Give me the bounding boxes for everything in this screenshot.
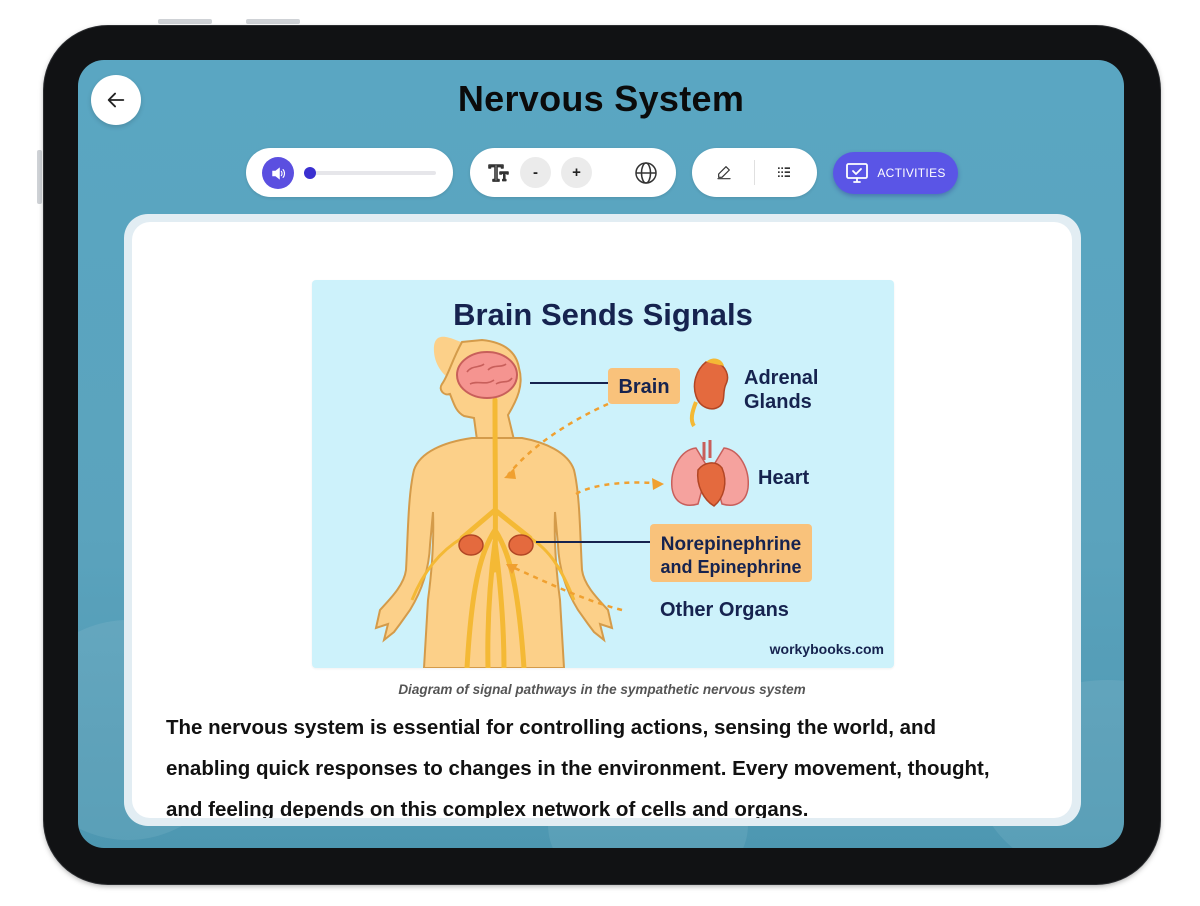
speaker-icon [271,166,285,180]
back-button[interactable] [91,75,141,125]
font-style-button[interactable] [484,159,512,187]
nervous-system-diagram: Brain Sends Signals [374,297,884,668]
play-audio-button[interactable] [262,157,294,189]
device-top-button-1 [158,19,212,24]
adrenal-label-line1: Adrenal [744,367,818,389]
arrowhead [506,564,518,574]
other-organs-label: Other Organs [660,599,789,621]
device-side-button [37,150,42,204]
arrowhead [652,478,664,490]
text-controls: - + [470,148,676,197]
brain-label-box [608,368,680,404]
figure-caption: Diagram of signal pathways in the sympat… [398,682,806,697]
translate-button[interactable] [632,159,660,187]
pencil-icon [717,166,731,180]
increase-font-button[interactable]: + [561,157,592,188]
monitor-check-icon [846,163,869,183]
page-title: Nervous System [457,78,745,119]
decrease-font-button[interactable]: - [520,157,551,188]
arrowhead [504,468,516,479]
signal-arrows [507,402,663,612]
brain-label: Brain [618,376,669,398]
audio-progress-track[interactable] [306,171,436,175]
table-of-contents-button[interactable] [772,160,796,184]
annotation-tools [692,148,817,197]
heart-illustration [671,440,749,507]
diagram-image: Brain Sends Signals [312,280,894,668]
adrenal-label-line2: Glands [744,391,812,413]
list-icon [778,167,790,177]
article-paragraph: The nervous system is essential for cont… [166,716,990,818]
diagram-watermark: workybooks.com [769,641,884,657]
human-body-illustration [374,336,614,668]
adrenal-gland-illustration [689,358,729,428]
content-card: Brain Sends Signals [132,222,1072,818]
diagram-title: Brain Sends Signals [453,297,753,332]
arrow-left-icon [107,92,125,108]
activities-button[interactable]: ACTIVITIES [833,152,958,194]
toolbar-divider [754,160,755,185]
globe-icon [635,162,657,184]
audio-player [246,148,453,197]
text-format-icon [488,164,509,182]
hormones-label-line1: Norepinephrine [661,534,801,555]
activities-label: ACTIVITIES [877,166,946,180]
hormones-label-line2: and Epinephrine [660,557,801,577]
app-screen: Nervous System - + [78,60,1124,848]
device-top-button-2 [246,19,300,24]
heart-label: Heart [758,467,809,489]
hormones-label-box [650,524,812,582]
audio-progress-handle[interactable] [304,167,316,179]
highlight-button[interactable] [712,160,736,184]
